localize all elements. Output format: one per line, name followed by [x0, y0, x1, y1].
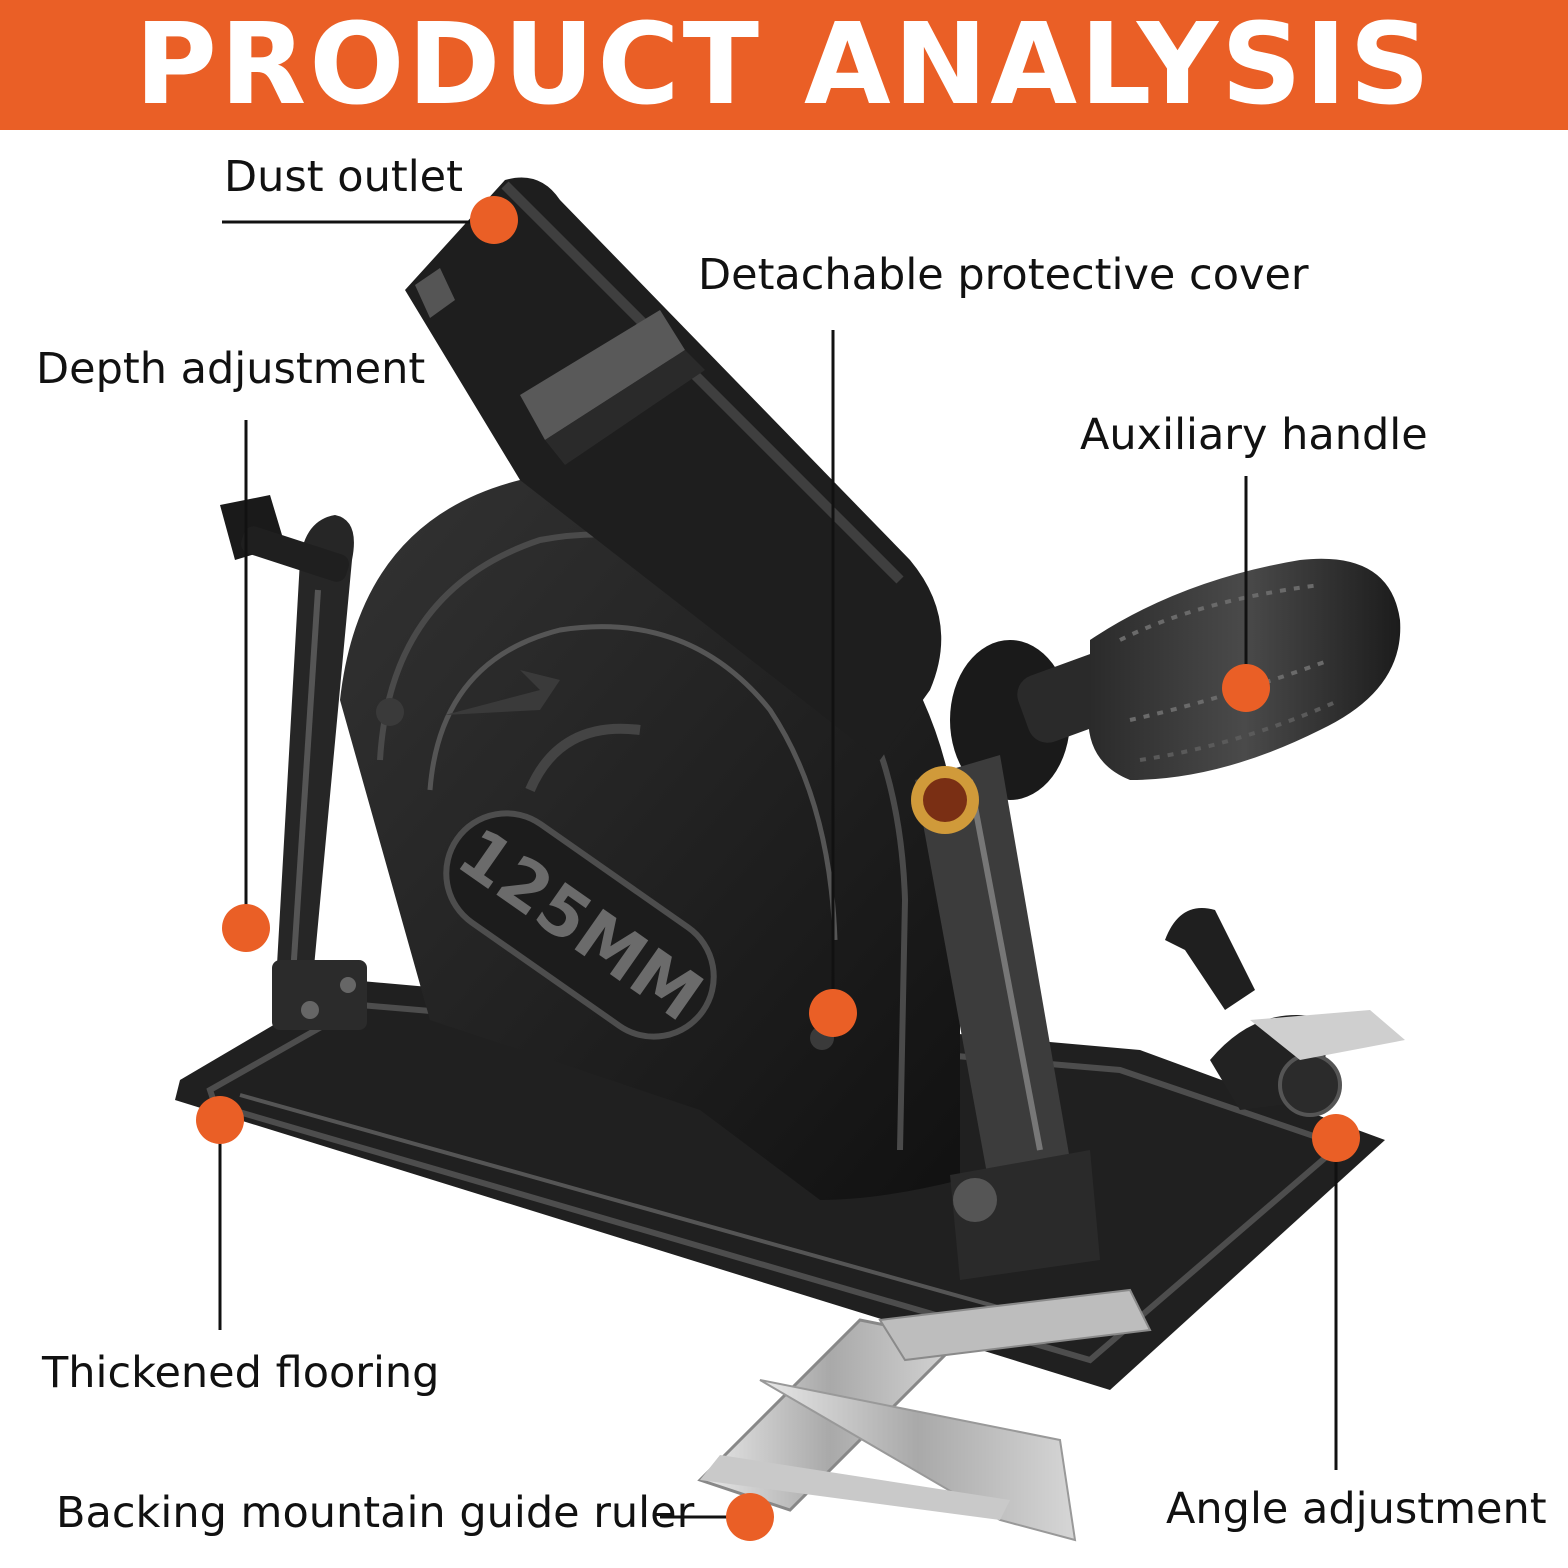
dot-auxiliary-handle	[1222, 664, 1270, 712]
label-thickened-flooring: Thickened flooring	[42, 1348, 440, 1398]
dot-dust-outlet	[470, 196, 518, 244]
label-auxiliary-handle: Auxiliary handle	[1080, 410, 1428, 460]
label-dust-outlet: Dust outlet	[224, 152, 463, 202]
dot-depth-adjustment	[222, 904, 270, 952]
label-detachable-protective-cover: Detachable protective cover	[698, 250, 1309, 300]
leader-lines	[218, 220, 1338, 1519]
header-banner: PRODUCT ANALYSIS	[0, 0, 1568, 130]
angle-knob-art	[1165, 908, 1405, 1117]
dot-angle-adjustment	[1312, 1114, 1360, 1162]
label-depth-adjustment: Depth adjustment	[36, 344, 426, 394]
depth-bracket	[220, 495, 367, 1030]
auxiliary-handle-art	[950, 558, 1401, 800]
dust-outlet-tube	[405, 177, 942, 760]
page-title: PRODUCT ANALYSIS	[134, 0, 1434, 130]
label-backing-mountain-guide-ruler: Backing mountain guide ruler	[56, 1488, 695, 1538]
dot-guide-ruler	[726, 1493, 774, 1541]
dot-protective-cover	[809, 989, 857, 1037]
dot-thickened-flooring	[196, 1096, 244, 1144]
arm-pivot	[911, 755, 1100, 1280]
label-angle-adjustment: Angle adjustment	[1166, 1484, 1547, 1534]
callout-dots	[196, 196, 1360, 1541]
